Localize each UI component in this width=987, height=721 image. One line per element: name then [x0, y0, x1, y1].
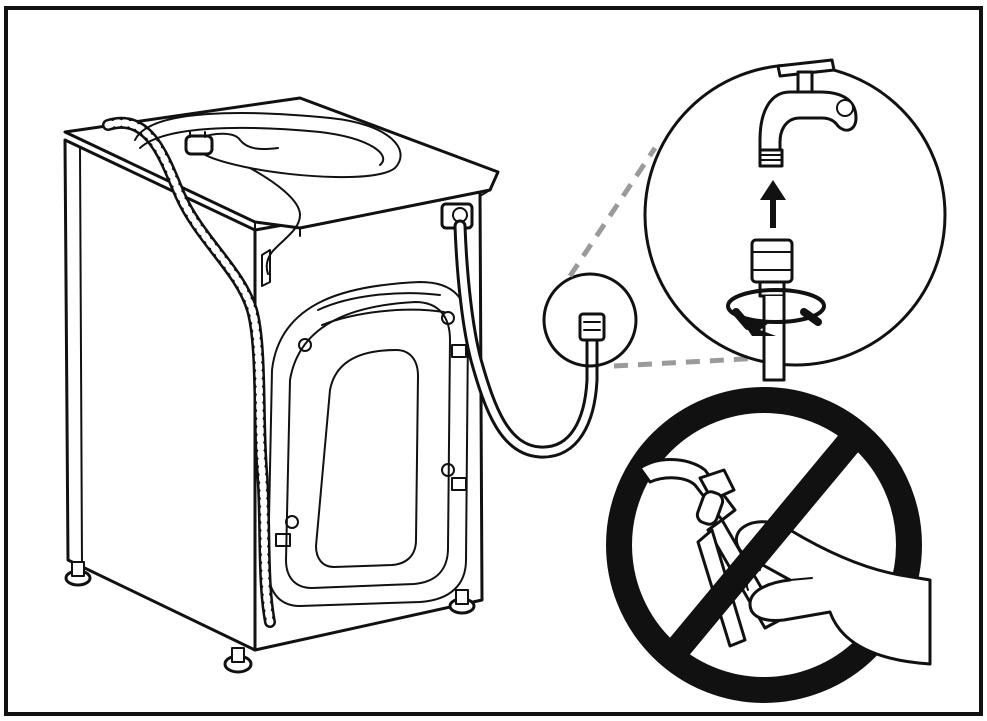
power-cord: [134, 112, 402, 275]
callout-connector-top: [567, 146, 658, 278]
hose-bracket: [261, 249, 271, 287]
callout-connector-bottom: [613, 355, 763, 369]
hose-connector-nut: [750, 238, 794, 382]
diagram-frame: [4, 6, 983, 716]
washing-machine: [63, 96, 500, 674]
machine-side-edge: [79, 147, 83, 566]
prohibition-slash: [665, 429, 863, 661]
drain-hose: [102, 116, 276, 628]
machine-top-edge: [254, 189, 491, 237]
power-plug: [184, 134, 214, 156]
no-tools-warning: [606, 387, 932, 703]
inlet-hose: [453, 219, 606, 459]
detail-callout-circle: [542, 272, 638, 368]
up-arrow-icon: [760, 180, 786, 228]
water-tap-icon: [758, 58, 858, 168]
rotate-clockwise-icon: [726, 288, 826, 336]
machine-feet: [64, 561, 476, 674]
machine-side-panel: [63, 138, 257, 652]
tap-detail: [643, 58, 947, 382]
hose-end-nut: [578, 312, 606, 342]
